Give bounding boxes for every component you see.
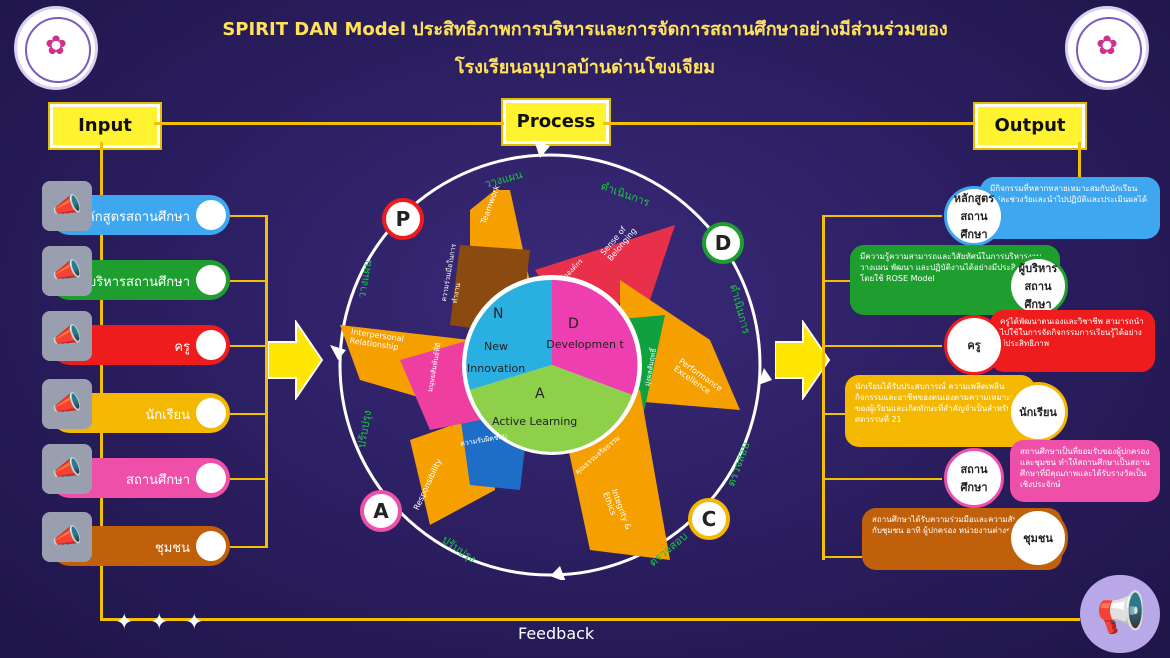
input-bracket: [265, 215, 268, 548]
petal-interpersonal-inner: [400, 340, 480, 430]
input-header: Input: [50, 104, 160, 148]
feedback-label: Feedback: [518, 624, 595, 643]
input-item-knob: [196, 200, 226, 230]
bracket-tick: [822, 413, 852, 415]
megaphone-decoration: 📢: [1080, 575, 1160, 653]
megaphone-icon: 📣: [42, 512, 92, 562]
lotus-icon: ✿: [45, 31, 67, 61]
lotus-icon: ✿: [1096, 31, 1118, 61]
core-a-text: Active Learning: [492, 415, 578, 428]
input-item-label: สถานศึกษา: [126, 473, 190, 488]
school-logo-left: ✿: [14, 6, 98, 90]
cycle-arrowhead: [550, 566, 566, 580]
sparkle-icon: ✦: [115, 610, 134, 635]
arrow-right-icon: [268, 320, 323, 400]
bracket-tick: [822, 280, 852, 282]
sparkle-icon: ✦: [150, 610, 169, 635]
output-label: สถานศึกษา: [944, 448, 1004, 508]
bracket-tick: [230, 280, 267, 282]
feedback-line-left: [100, 142, 103, 620]
cycle-arrowhead: [330, 345, 346, 360]
input-item-label: ผู้บริหารสถานศึกษา: [80, 275, 190, 290]
input-item-knob: [196, 398, 226, 428]
bracket-tick: [230, 478, 267, 480]
output-label: หลักสูตรสถานศึกษา: [944, 186, 1004, 246]
connector-line: [603, 122, 975, 125]
process-header: Process: [503, 100, 609, 144]
title-line-2: โรงเรียนอนุบาลบ้านด่านโขงเจียม: [454, 57, 716, 78]
core-n-sector: [466, 279, 552, 390]
core-d-sector: [552, 279, 638, 395]
cycle-arrowhead: [534, 140, 550, 158]
megaphone-icon: 📣: [42, 246, 92, 296]
bracket-tick: [230, 345, 267, 347]
core-d-text: Developmen t: [546, 338, 624, 351]
connector-line: [154, 122, 504, 125]
output-description: นักเรียนได้รับประสบการณ์ ความเพลิดเพลิน …: [845, 375, 1035, 447]
input-item-label: ชุมชน: [154, 541, 190, 556]
connector-line: [1078, 142, 1081, 192]
input-item-label: ครู: [174, 340, 190, 355]
cycle-arrowhead: [758, 368, 772, 385]
cycle-ring: [338, 153, 762, 577]
input-item-label: นักเรียน: [145, 408, 190, 423]
arrow-right-icon: [775, 320, 830, 400]
bracket-tick: [822, 556, 862, 558]
bracket-tick: [230, 413, 267, 415]
bracket-tick: [822, 215, 942, 217]
bracket-tick: [822, 345, 942, 347]
cycle-letter-a: A: [360, 490, 402, 532]
input-item-label: หลักสูตรสถานศึกษา: [78, 210, 190, 225]
sparkle-icon: ✦: [185, 610, 204, 635]
core-n-text-1: New: [484, 340, 508, 353]
core-d-letter: D: [568, 316, 579, 332]
megaphone-icon: 📣: [42, 311, 92, 361]
output-label: ผู้บริหารสถานศึกษา: [1008, 256, 1068, 316]
megaphone-icon: 📣: [42, 181, 92, 231]
output-label: ชุมชน: [1008, 508, 1068, 568]
output-description: ครูได้พัฒนาตนเองและวิชาชีพ สามารถนำไปใช้…: [990, 310, 1155, 372]
megaphone-icon: 📣: [42, 379, 92, 429]
megaphone-icon: 📣: [42, 444, 92, 494]
cycle-letter-d: D: [702, 222, 744, 264]
input-item-knob: [196, 463, 226, 493]
output-description: สถานศึกษาเป็นที่ยอมรับของผู้ปกครองและชุม…: [1010, 440, 1160, 502]
core-n-text-2: Innovation: [467, 362, 526, 375]
megaphone-icon: 📢: [1096, 590, 1146, 636]
feedback-line-bottom: [100, 618, 1080, 621]
core-n-letter: N: [493, 306, 504, 322]
output-description: มีกิจกรรมที่หลากหลายเหมาะสมกับนักเรียนแต…: [980, 177, 1160, 239]
school-logo-right: ✿: [1065, 6, 1149, 90]
input-item-knob: [196, 265, 226, 295]
process-diagram: [330, 140, 772, 580]
bracket-tick: [230, 215, 267, 217]
output-label: ครู: [944, 315, 1004, 375]
core-a-sector: [470, 365, 632, 452]
output-header: Output: [975, 104, 1085, 148]
output-bracket: [822, 215, 825, 560]
cycle-letter-c: C: [688, 498, 730, 540]
input-item-knob: [196, 531, 226, 561]
bracket-tick: [230, 546, 267, 548]
title-line-1: SPIRIT DAN Model ประสิทธิภาพการบริหารและ…: [222, 19, 948, 40]
cycle-letter-p: P: [382, 198, 424, 240]
core-a-letter: A: [535, 386, 545, 402]
output-label: นักเรียน: [1008, 382, 1068, 442]
bracket-tick: [822, 478, 942, 480]
input-item-knob: [196, 330, 226, 360]
